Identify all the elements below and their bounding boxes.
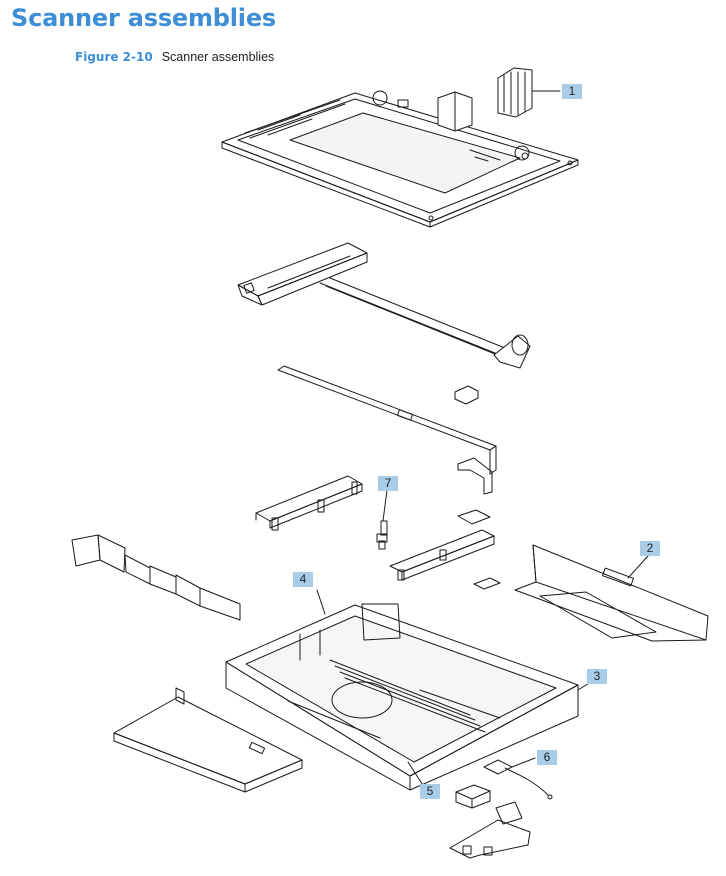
- part-2-side-rail: [514, 544, 709, 642]
- figure-caption: Figure 2-10 Scanner assemblies: [75, 50, 274, 64]
- callout-6: 6: [537, 750, 557, 765]
- bottom-bracket: [449, 801, 531, 859]
- page-title: Scanner assemblies: [11, 4, 276, 32]
- figure-number: Figure 2-10: [75, 50, 153, 64]
- left-connector-assembly: [71, 534, 241, 621]
- scanner-carriage: [237, 242, 531, 369]
- scanner-top-cover: [221, 90, 579, 228]
- small-block: [455, 784, 491, 809]
- callout-7: 7: [378, 476, 398, 491]
- figure-title: Scanner assemblies: [161, 50, 275, 64]
- scanner-base: [225, 589, 595, 791]
- flat-cable: [277, 365, 501, 590]
- callout-1: 1: [562, 84, 582, 99]
- callout-2: 2: [640, 541, 660, 556]
- part-1-hinge-bracket: [497, 67, 561, 118]
- front-panel: [113, 687, 303, 793]
- right-bracket: [389, 529, 495, 581]
- callout-3: 3: [587, 669, 607, 684]
- part-6-cable: [483, 757, 553, 800]
- left-bracket: [255, 475, 363, 531]
- callout-4: 4: [293, 572, 313, 587]
- callout-5: 5: [420, 784, 440, 799]
- part-7-sensor: [376, 489, 388, 550]
